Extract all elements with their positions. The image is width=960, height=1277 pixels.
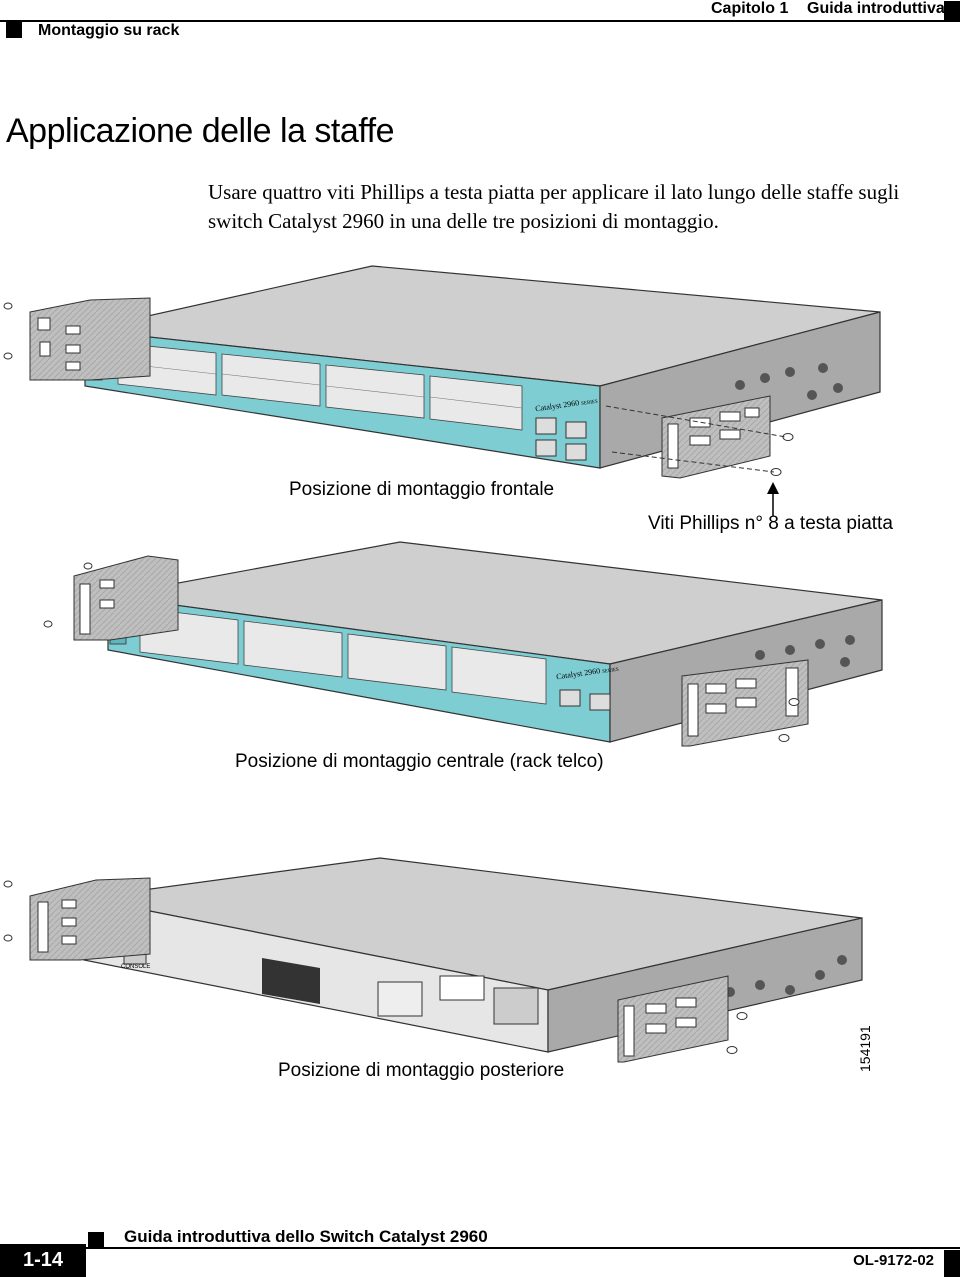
- header-chapter: Capitolo 1: [711, 0, 789, 17]
- header-chapter-title: Guida introduttiva: [807, 0, 945, 17]
- page-title: Applicazione delle la staffe: [6, 112, 394, 150]
- header-marker: [6, 22, 22, 38]
- bracket-right-front: [661, 395, 771, 479]
- footer-rule: [0, 1247, 960, 1249]
- bracket-left-front: [29, 297, 151, 381]
- rack-mount-figure: [3, 265, 883, 1063]
- header-section: Montaggio su rack: [38, 22, 180, 39]
- bracket-left-rear: [29, 877, 151, 961]
- bracket-left-middle: [73, 555, 179, 641]
- bracket-right-middle: [681, 659, 809, 747]
- screws-middle: [43, 562, 800, 742]
- switch-rear-mount: [83, 857, 863, 1053]
- header-rule: [0, 20, 960, 22]
- figure-id: 154191: [857, 1025, 873, 1072]
- footer-doc-title: Guida introduttiva dello Switch Catalyst…: [124, 1227, 488, 1246]
- caption-rear-mount: Posizione di montaggio posteriore: [278, 1060, 565, 1081]
- caption-front-mount: Posizione di montaggio frontale: [289, 479, 555, 500]
- header-marker-right: [944, 1, 960, 20]
- bracket-right-rear: [617, 975, 729, 1063]
- footer-marker-right: [944, 1250, 960, 1277]
- caption-middle-mount: Posizione di montaggio centrale (rack te…: [235, 751, 604, 772]
- footer-marker: [88, 1232, 104, 1248]
- screws-rear: [3, 880, 748, 1054]
- console-port-label: CONSOLE: [121, 964, 151, 970]
- footer-doc-code: OL-9172-02: [853, 1252, 934, 1269]
- body-paragraph: Usare quattro viti Phillips a testa piat…: [208, 180, 900, 233]
- screw-callout-arrow: [767, 482, 779, 516]
- page-number: 1-14: [0, 1244, 86, 1277]
- caption-screws: Viti Phillips n° 8 a testa piatta: [648, 513, 893, 534]
- screws-front: [3, 302, 794, 476]
